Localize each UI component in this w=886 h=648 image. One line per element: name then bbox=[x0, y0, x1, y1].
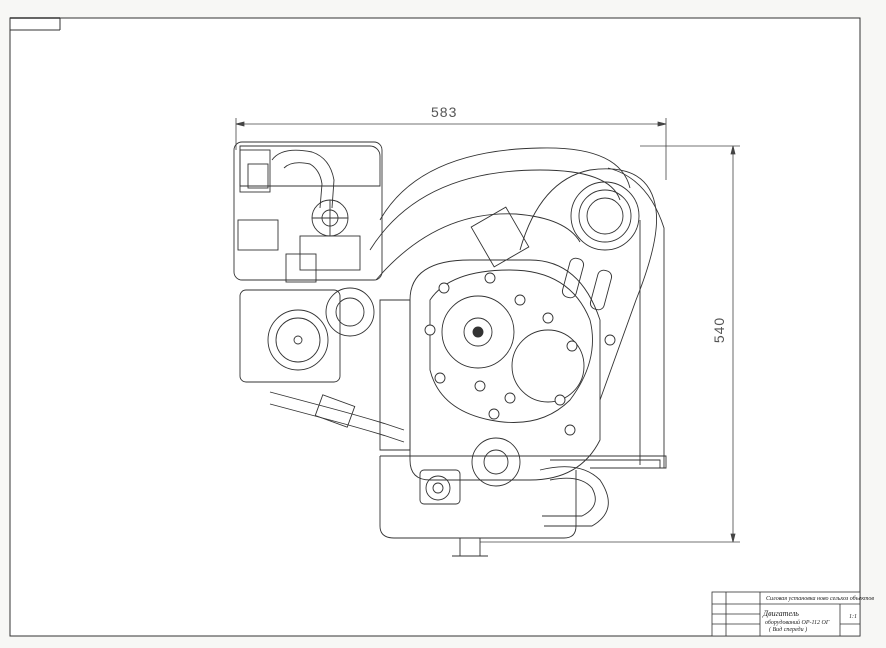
height-dimension bbox=[480, 145, 740, 543]
drawing-view-label: ( Вид спереди ) bbox=[769, 627, 808, 633]
outer-frame bbox=[9, 17, 861, 637]
drawing-name: Двигатель bbox=[763, 609, 799, 618]
engine-front-view bbox=[233, 141, 667, 557]
title-block-header: Силовая установка ново сельхоз объектов bbox=[766, 596, 874, 602]
overall-width-dimension-label: 583 bbox=[431, 104, 458, 120]
title-block bbox=[711, 591, 861, 637]
overall-height-dimension-label: 540 bbox=[711, 316, 728, 344]
width-dimension bbox=[235, 118, 667, 180]
drawing-scale: 1:1 bbox=[849, 614, 857, 620]
drawing-subtitle: оборудований ОР-112 ОГ bbox=[765, 620, 830, 626]
